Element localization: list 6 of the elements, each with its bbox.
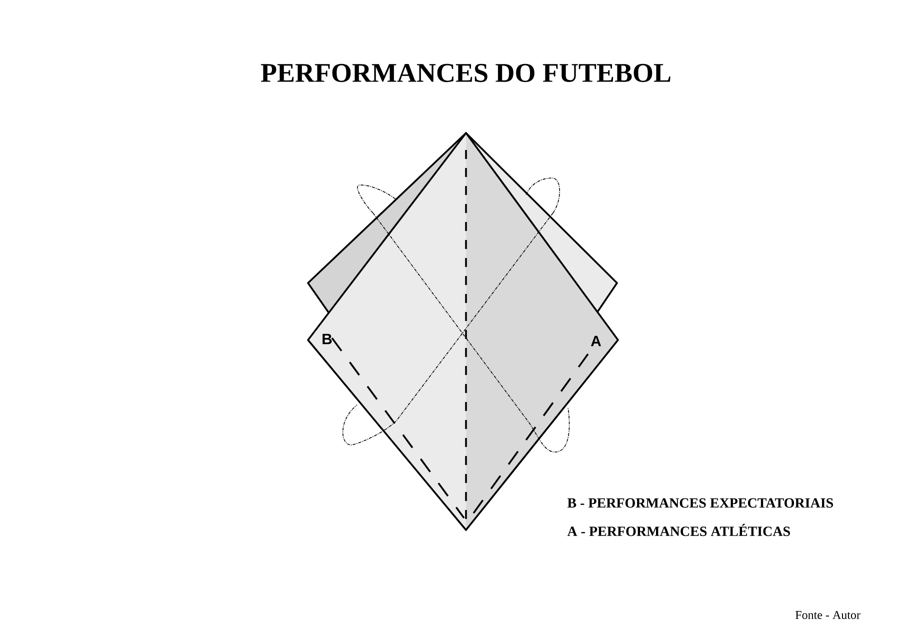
corner-letter: B (322, 334, 332, 344)
title: PERFORMANCES DO FUTEBOL (260, 64, 670, 82)
legend-text: A - PERFORMANCES ATLÉTICAS (567, 524, 790, 536)
legend-text: B - PERFORMANCES EXPECTATORIAIS (567, 498, 834, 508)
corner-letter: A (590, 336, 602, 346)
source-note: Fonte - Autor (796, 610, 860, 619)
